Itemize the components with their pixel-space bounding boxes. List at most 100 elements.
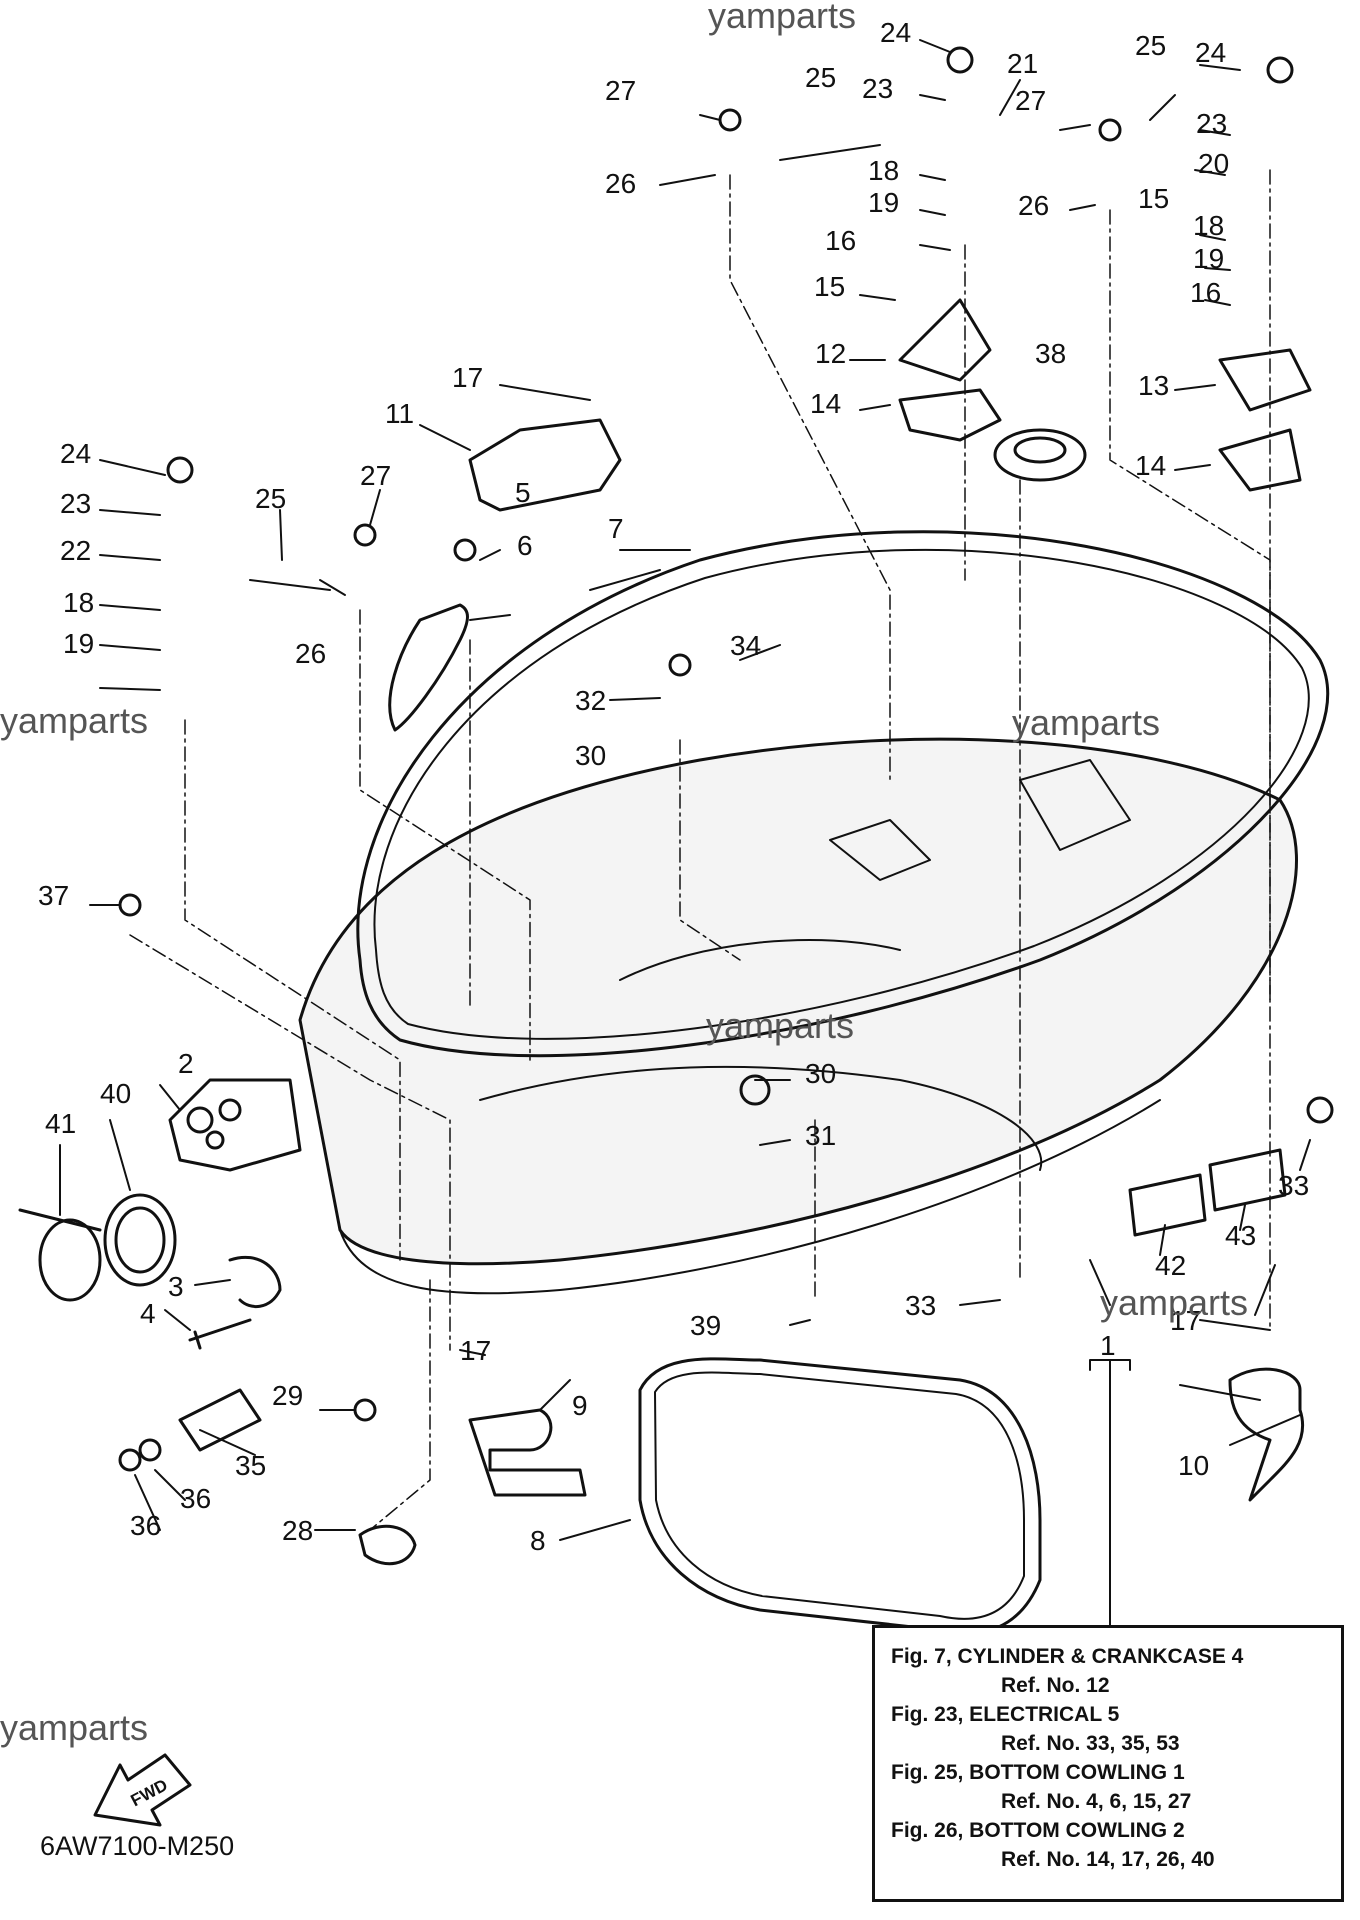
lever-part-10 [1228, 1367, 1305, 1502]
part-callout-label: 3 [168, 1271, 184, 1302]
ref-figure-3: Fig. 26, BOTTOM COWLING 2 [891, 1819, 1185, 1842]
part-callout-label: 16 [1190, 277, 1221, 308]
part-callout-label: 12 [815, 338, 846, 369]
bracket-part-3 [228, 1255, 282, 1309]
part-callout-label: 9 [572, 1390, 588, 1421]
part-callout-label: 17 [1170, 1305, 1201, 1336]
cover-part-11 [468, 418, 622, 512]
watermark: yamparts [706, 1005, 854, 1046]
part-callout-label: 7 [608, 513, 624, 544]
part-callout-label: 36 [130, 1510, 161, 1541]
part-callout-label: 14 [810, 388, 841, 419]
lever-part-9 [468, 1408, 587, 1497]
ref-1-bracket [1089, 1359, 1131, 1626]
plate-part-12 [898, 298, 992, 382]
cowling-seal-ring [356, 530, 1330, 1058]
part-labels: 1234567891011121314141515161617171718181… [38, 17, 1309, 1556]
watermark: yamparts [1100, 1282, 1248, 1323]
diagram-code: 6AW7100-M250 [40, 1831, 234, 1861]
part-callout-label: 25 [805, 62, 836, 93]
part-callout-label: 5 [515, 477, 531, 508]
part-callout-label: 14 [1135, 450, 1166, 481]
grommet-part-2 [168, 1078, 302, 1172]
part-callout-label: 17 [460, 1335, 491, 1366]
leader-lines [59, 39, 1311, 1541]
plate-part-13 [1218, 348, 1312, 412]
part-callout-label: 26 [295, 638, 326, 669]
watermark: yamparts [708, 0, 856, 36]
part-callout-label: 23 [1196, 108, 1227, 139]
part-callout-label: 30 [805, 1058, 836, 1089]
part-callout-label: 26 [1018, 190, 1049, 221]
part-callout-label: 27 [1015, 85, 1046, 116]
fwd-arrow-icon [93, 1753, 192, 1827]
part-callout-label: 1 [1100, 1330, 1116, 1361]
part-callout-label: 41 [45, 1108, 76, 1139]
part-callout-label: 24 [60, 438, 91, 469]
fasteners [118, 46, 1334, 1422]
ref-numbers-3: Ref. No. 14, 17, 26, 40 [1001, 1848, 1215, 1871]
part-callout-label: 21 [1007, 48, 1038, 79]
springs-part-25 [249, 94, 1176, 591]
part-callout-label: 15 [1138, 183, 1169, 214]
ref-numbers-0: Ref. No. 12 [1001, 1674, 1110, 1697]
part-callout-label: 37 [38, 880, 69, 911]
part-callout-label: 29 [272, 1380, 303, 1411]
part-callout-label: 25 [255, 483, 286, 514]
gasket-part-14-left [898, 388, 1002, 442]
part-callout-label: 19 [63, 628, 94, 659]
grommet-part-38 [993, 428, 1087, 482]
screw-part-4 [188, 1318, 252, 1350]
part-callout-label: 38 [1035, 338, 1066, 369]
part-callout-label: 2 [178, 1048, 194, 1079]
part-callout-label: 35 [235, 1450, 266, 1481]
part-callout-label: 36 [180, 1483, 211, 1514]
part-callout-label: 18 [1193, 210, 1224, 241]
part-callout-label: 19 [868, 187, 899, 218]
decal-part-43 [1208, 1148, 1287, 1212]
reference-table: Fig. 7, CYLINDER & CRANKCASE 4 Ref. No. … [872, 1625, 1344, 1902]
part-28 [358, 1524, 417, 1566]
ref-figure-2: Fig. 25, BOTTOM COWLING 1 [891, 1761, 1185, 1784]
alignment-lines [129, 169, 1271, 1531]
part-callout-label: 8 [530, 1525, 546, 1556]
hook-part-5 [388, 603, 469, 732]
part-callout-label: 27 [605, 75, 636, 106]
ref-figure-1: Fig. 23, ELECTRICAL 5 [891, 1703, 1120, 1726]
part-callout-label: 22 [60, 535, 91, 566]
part-callout-label: 32 [575, 685, 606, 716]
part-callout-label: 34 [730, 630, 761, 661]
gasket-part-14-right [1218, 428, 1302, 492]
watermark: yamparts [0, 700, 148, 741]
decal-part-42 [1128, 1173, 1207, 1237]
part-callout-label: 33 [1278, 1170, 1309, 1201]
part-drawings [18, 39, 1334, 1827]
part-callout-label: 24 [1195, 37, 1226, 68]
part-callout-label: 18 [63, 587, 94, 618]
part-35 [178, 1388, 262, 1452]
part-callout-label: 11 [385, 398, 414, 429]
watermark: yamparts [0, 1707, 148, 1748]
part-callout-label: 26 [605, 168, 636, 199]
part-callout-label: 20 [1198, 148, 1229, 179]
part-callout-label: 33 [905, 1290, 936, 1321]
part-callout-label: 10 [1178, 1450, 1209, 1481]
part-callout-label: 23 [60, 488, 91, 519]
part-callout-label: 25 [1135, 30, 1166, 61]
ref-figure-0: Fig. 7, CYLINDER & CRANKCASE 4 [891, 1645, 1244, 1668]
part-callout-label: 15 [814, 271, 845, 302]
part-callout-label: 43 [1225, 1220, 1256, 1251]
part-callout-label: 27 [360, 460, 391, 491]
part-callout-label: 23 [862, 73, 893, 104]
ref-numbers-1: Ref. No. 33, 35, 53 [1001, 1732, 1180, 1755]
part-callout-label: 4 [140, 1298, 156, 1329]
part-callout-label: 31 [805, 1120, 836, 1151]
part-callout-label: 13 [1138, 370, 1169, 401]
part-callout-label: 39 [690, 1310, 721, 1341]
part-callout-label: 6 [517, 530, 533, 561]
watermark: yamparts [1012, 702, 1160, 743]
lower-seal-ring [638, 1357, 1042, 1635]
part-callout-label: 28 [282, 1515, 313, 1546]
clamp-part-40 [103, 1193, 177, 1287]
